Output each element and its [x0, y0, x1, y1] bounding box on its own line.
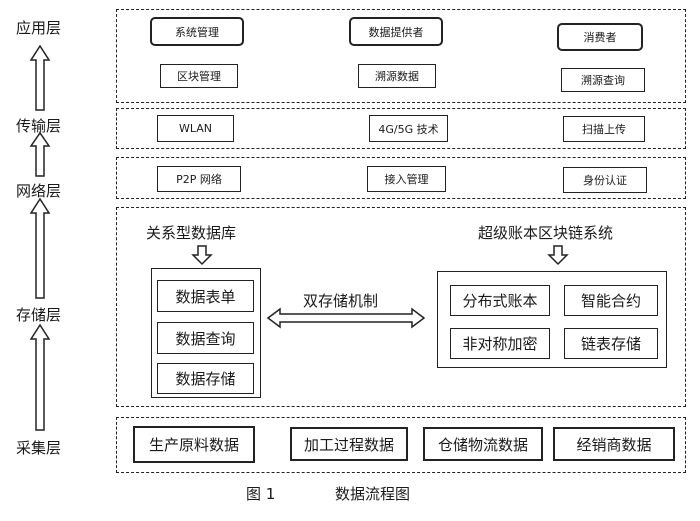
smart-contract-box: 智能合约 [564, 285, 658, 316]
access-mgmt-box: 接入管理 [367, 166, 446, 192]
double-arrow-icon [266, 307, 426, 329]
relational-db-title: 关系型数据库 [146, 224, 237, 242]
4g5g-tech-box: 4G/5G 技术 [369, 115, 448, 142]
dual-storage-label: 双存储机制 [303, 292, 379, 310]
down-arrow-icon [547, 245, 569, 266]
data-provider-box: 数据提供者 [349, 17, 443, 46]
consumer-box: 消费者 [557, 23, 643, 51]
super-ledger-title: 超级账本区块链系统 [478, 224, 614, 242]
layer-label-network: 网络层 [16, 182, 62, 200]
processing-data-box: 加工过程数据 [290, 427, 408, 461]
p2p-network-box: P2P 网络 [157, 166, 241, 192]
wlan-box: WLAN [157, 115, 234, 142]
down-arrow-icon [191, 245, 213, 266]
data-storage-box: 数据存储 [157, 363, 254, 394]
logistics-data-box: 仓储物流数据 [423, 427, 543, 461]
scan-upload-box: 扫描上传 [563, 116, 645, 142]
trace-query-box: 溯源查询 [561, 68, 645, 92]
app-layer-frame [116, 9, 686, 103]
figure-number: 图 1 [246, 485, 276, 503]
network-layer-frame [116, 157, 686, 199]
trace-data-box: 溯源数据 [358, 64, 436, 88]
data-query-box: 数据查询 [157, 322, 254, 354]
relational-db-container [151, 268, 261, 398]
chain-storage-box: 链表存储 [564, 328, 658, 359]
data-form-box: 数据表单 [157, 280, 254, 312]
distributed-ledger-box: 分布式账本 [450, 285, 550, 316]
layer-label-storage: 存储层 [16, 306, 62, 324]
storage-layer-frame [116, 207, 686, 407]
layer-label-collect: 采集层 [16, 439, 62, 457]
system-mgmt-box: 系统管理 [150, 17, 244, 46]
distributor-data-box: 经销商数据 [553, 427, 675, 461]
up-arrow-icon [29, 323, 51, 431]
up-arrow-icon [29, 197, 51, 299]
raw-material-data-box: 生产原料数据 [133, 426, 255, 463]
layer-label-transport: 传输层 [16, 117, 62, 135]
up-arrow-icon [29, 44, 51, 111]
asymmetric-encryption-box: 非对称加密 [450, 328, 550, 359]
blockchain-container [437, 271, 667, 368]
collect-layer-frame [116, 417, 686, 473]
up-arrow-icon [29, 131, 51, 177]
identity-auth-box: 身份认证 [563, 167, 647, 193]
block-mgmt-box: 区块管理 [160, 64, 238, 88]
figure-title: 数据流程图 [335, 485, 411, 503]
transport-layer-frame [116, 108, 686, 149]
layer-label-app: 应用层 [16, 19, 62, 37]
